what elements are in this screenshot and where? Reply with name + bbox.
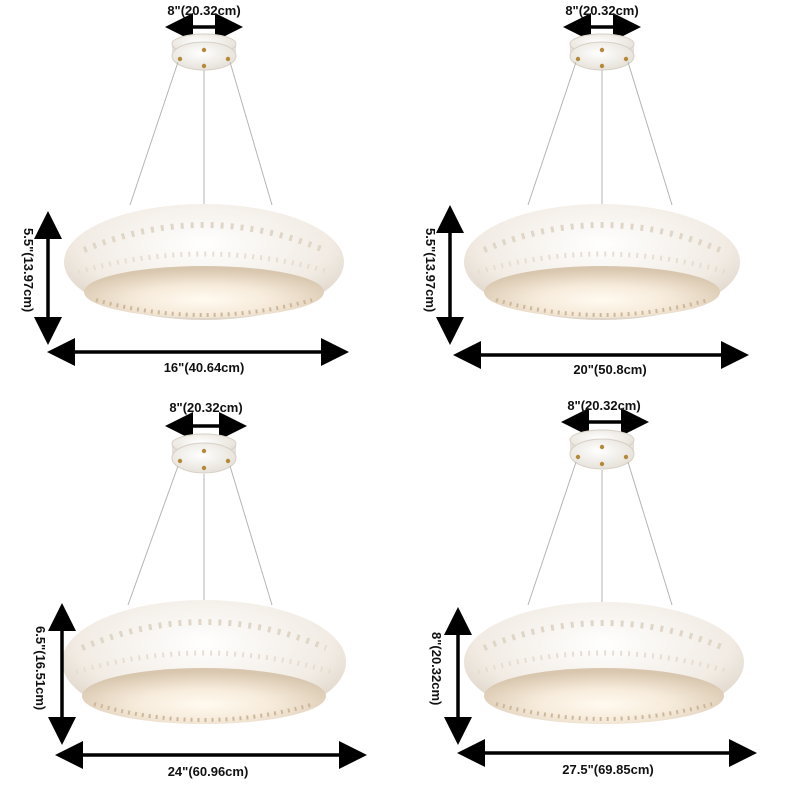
chandelier-drawing-4	[444, 408, 757, 767]
feather-shade-icon	[64, 204, 344, 320]
height-dimension-label: 5.5"(13.97cm)	[423, 228, 438, 313]
canopy-dimension-label: 8"(20.32cm)	[567, 398, 641, 413]
canopy-dimension-label: 8"(20.32cm)	[565, 3, 639, 18]
feather-shade-icon	[464, 204, 740, 320]
chandelier-drawing-3	[48, 412, 367, 769]
width-dimension-label: 27.5"(69.85cm)	[562, 762, 654, 777]
product-panel-2: 8"(20.32cm) 5.5"(13.97cm) 20"(50.8cm)	[400, 0, 800, 400]
height-dimension-label: 5.5"(13.97cm)	[21, 228, 36, 313]
canopy-dimension-label: 8"(20.32cm)	[167, 3, 241, 18]
canopy-icon	[569, 33, 635, 71]
chandelier-drawing-1	[34, 13, 349, 366]
width-dimension-label: 20"(50.8cm)	[573, 362, 647, 377]
width-dimension-label: 16"(40.64cm)	[163, 360, 245, 375]
canopy-icon	[171, 433, 237, 474]
feather-shade-icon	[464, 602, 744, 724]
canopy-icon	[569, 429, 635, 470]
feather-shade-icon	[62, 600, 346, 724]
product-panel-1: 8"(20.32cm) 5.5"(13.97cm) 16"(40.64cm)	[0, 0, 400, 400]
height-dimension-label: 8"(20.32cm)	[429, 632, 444, 706]
chandelier-drawing-2	[436, 13, 749, 369]
height-dimension-label: 6.5"(16.51cm)	[33, 626, 48, 711]
canopy-dimension-label: 8"(20.32cm)	[169, 400, 243, 415]
width-dimension-label: 24"(60.96cm)	[167, 764, 249, 779]
product-panel-3: 8"(20.32cm) 6.5"(16.51cm) 24"(60.96cm)	[0, 400, 400, 800]
canopy-icon	[171, 33, 237, 71]
product-panel-4: 8"(20.32cm) 8"(20.32cm) 27.5"(69.85cm)	[400, 398, 800, 800]
